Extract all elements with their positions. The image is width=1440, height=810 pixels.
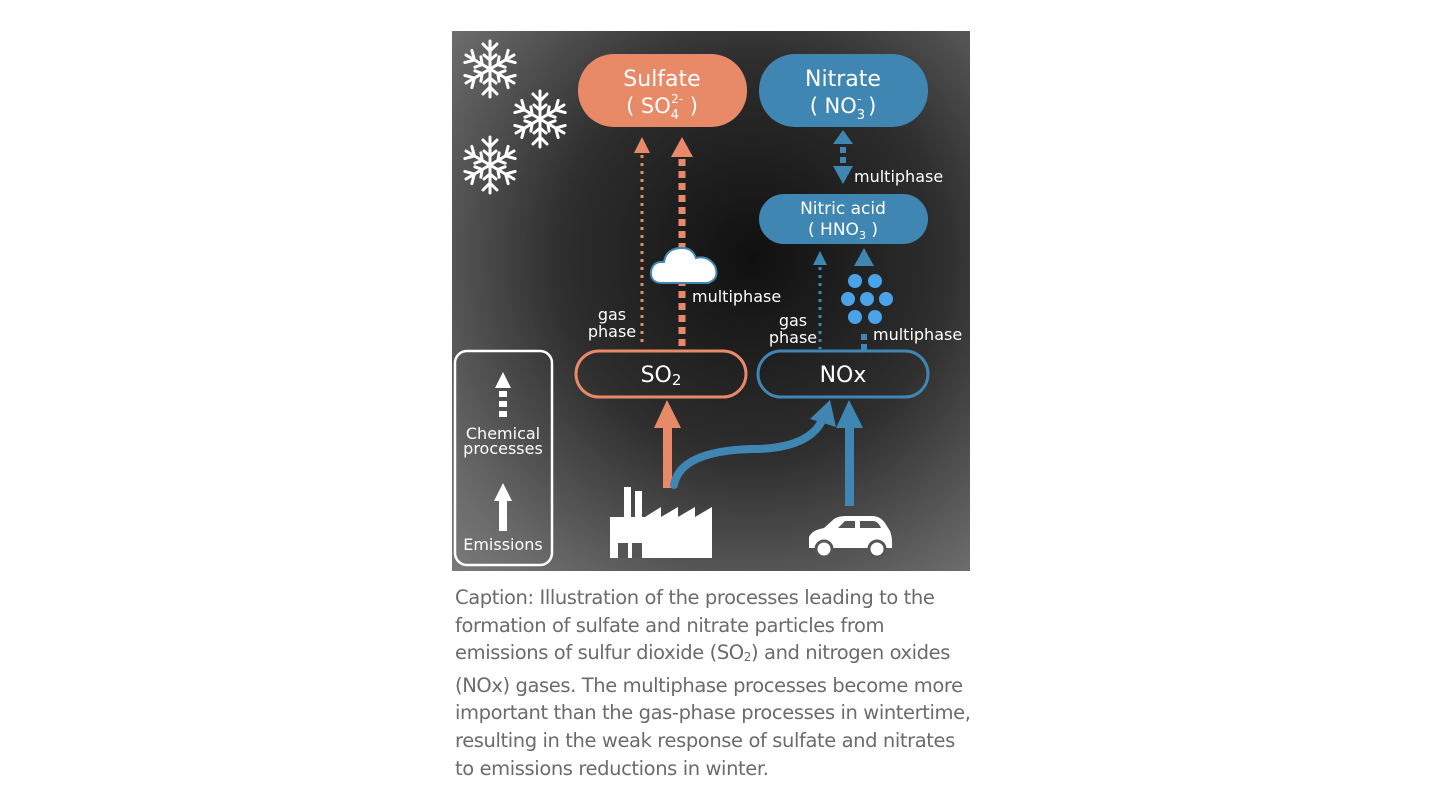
sulfate-formula: ( SO42- ) [626, 92, 698, 123]
figure-caption: Caption: Illustration of the processes l… [455, 584, 975, 782]
nitrate-formula: ( NO3- ) [810, 92, 877, 123]
gas-phase-arrow-sulfate [634, 137, 650, 346]
legend-box [453, 349, 554, 567]
nitric-acid-formula: ( HNO3 ) [808, 220, 878, 242]
multiphase-arrow-nitric [854, 248, 874, 350]
legend-processes-label: processes [463, 439, 543, 458]
caption-subscript: 2 [743, 650, 752, 665]
droplets-icon [841, 274, 893, 324]
caption-text-start: Caption: Illustration of the processes l… [455, 586, 935, 665]
multiphase-arrow-sulfate [671, 137, 693, 346]
snowflake-icon [515, 91, 565, 147]
multiphase-label-nitrate: multiphase [854, 167, 943, 186]
phase-label-nox: phase [769, 328, 817, 347]
gas-label-nox: gas [779, 311, 807, 330]
sulfate-label: Sulfate [623, 67, 700, 92]
legend-chemical-label: Chemical [466, 424, 540, 443]
legend-emissions-label: Emissions [463, 535, 543, 554]
multiphase-label-nitric: multiphase [873, 325, 962, 344]
nitrate-box [759, 54, 928, 127]
sulfate-box [578, 54, 747, 127]
nitric-acid-label: Nitric acid [800, 199, 886, 219]
cloud-icon [649, 246, 718, 284]
legend-emissions-arrow [494, 483, 512, 531]
so2-label: SO2 [641, 363, 682, 389]
multiphase-label-sulfate: multiphase [692, 287, 781, 306]
snowflake-icon [465, 41, 515, 97]
emission-arrow-car-nox [836, 400, 863, 506]
factory-icon [610, 487, 712, 558]
diagram-panel: Sulfate ( SO42- ) Nitrate ( NO3- ) Nitri… [452, 31, 970, 571]
diagram-svg: Sulfate ( SO42- ) Nitrate ( NO3- ) Nitri… [453, 31, 962, 567]
nox-label: NOx [820, 363, 867, 388]
nitrate-label: Nitrate [805, 67, 881, 92]
caption-text-end: ) and nitrogen oxides (NOx) gases. The m… [455, 641, 971, 780]
emission-arrow-so2 [654, 400, 681, 488]
phase-label-so2: phase [588, 322, 636, 341]
legend-chemical-arrow [495, 372, 511, 417]
nox-box [756, 349, 930, 399]
snowflake-icon [465, 137, 515, 193]
multiphase-arrow-nitric-to-nitrate [833, 130, 853, 184]
emission-arrow-factory-nox [670, 400, 836, 489]
gas-label-so2: gas [598, 305, 626, 324]
car-icon [809, 516, 892, 559]
so2-box [574, 349, 748, 399]
gas-phase-arrow-nitric [813, 251, 827, 349]
nitric-acid-box [759, 194, 928, 244]
